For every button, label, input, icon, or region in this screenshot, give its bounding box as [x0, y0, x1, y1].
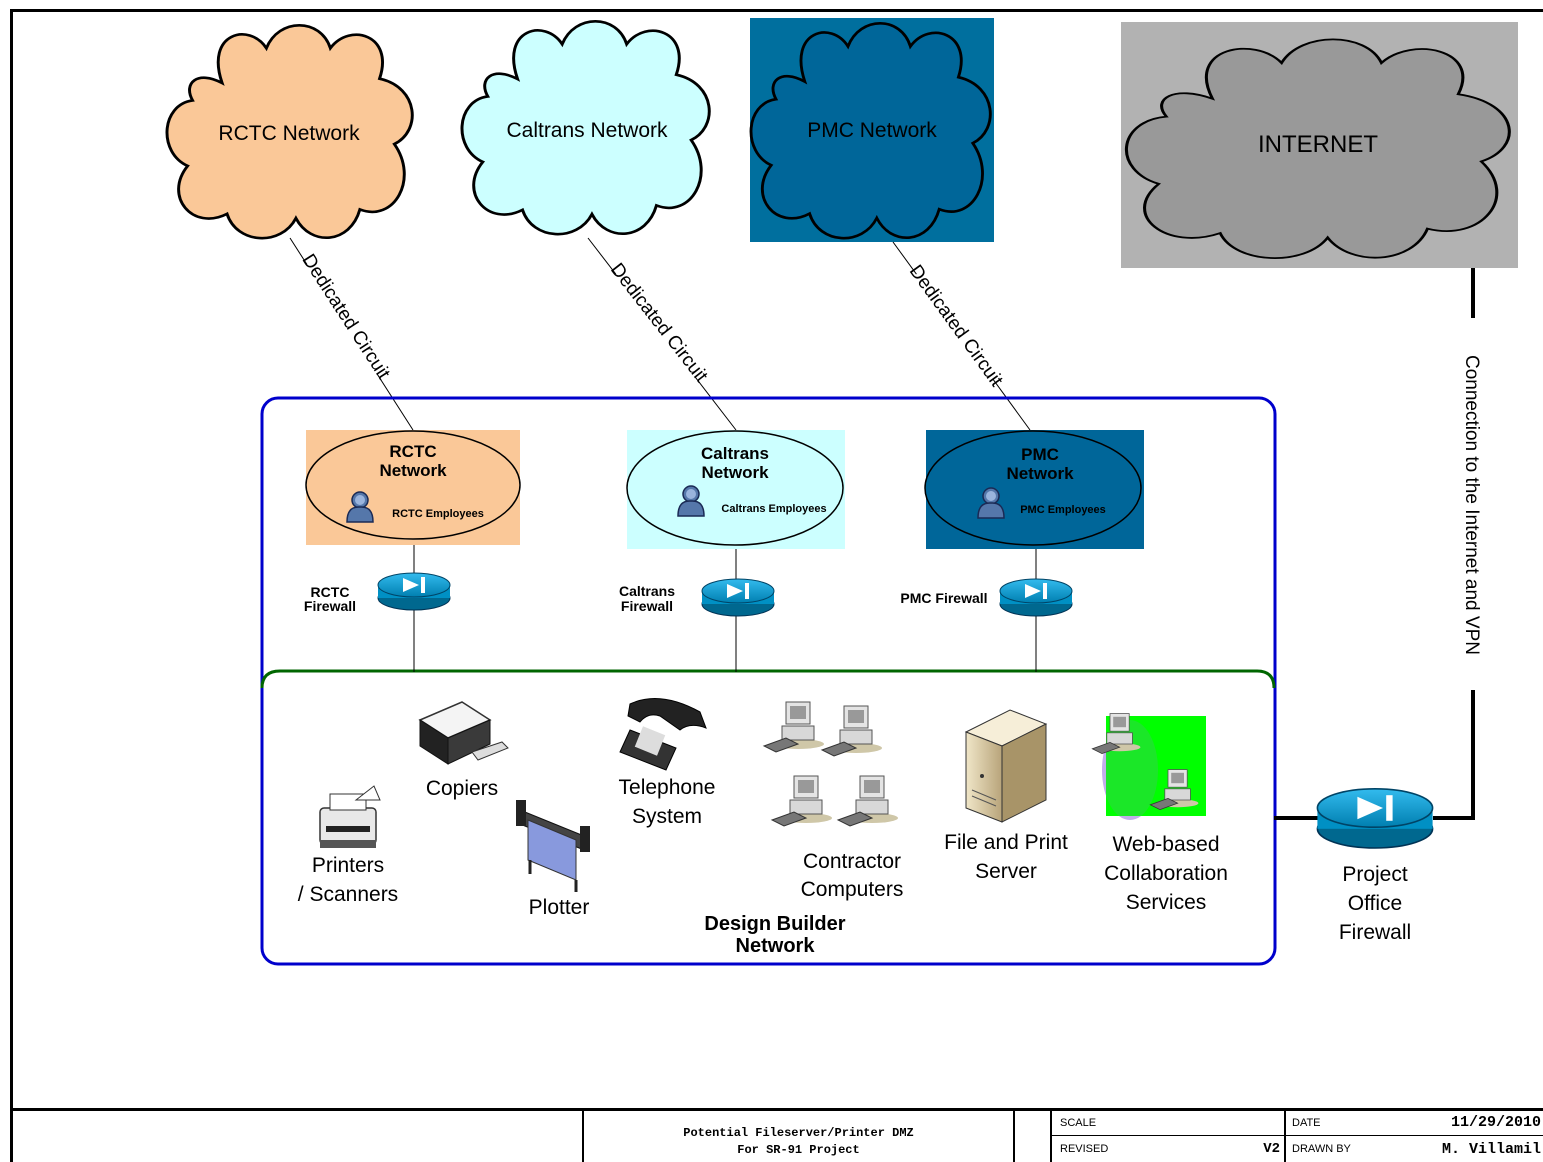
- rctc-cloud: RCTC Network: [167, 25, 412, 238]
- server-icon: [964, 709, 1048, 823]
- rctc-firewall-label-2: Firewall: [304, 598, 356, 614]
- rctc-node-title-1: RCTC: [389, 442, 436, 461]
- plotter-label: Plotter: [529, 896, 590, 919]
- pmc-firewall: PMC Firewall: [900, 578, 1073, 617]
- caltrans-cloud: Caltrans Network: [462, 21, 709, 234]
- printer-icon: [319, 785, 381, 848]
- web-collaboration-services: Web-based Collaboration Services: [1092, 713, 1228, 914]
- title-block-fields: SCALE REVISED V2 DATE 11/29/2010 DRAWN B…: [1050, 1111, 1543, 1162]
- printers-scanners: Printers / Scanners: [298, 785, 398, 906]
- caltrans-firewall-label-1: Caltrans: [619, 583, 675, 599]
- internet-vpn-label: Connection to the Internet and VPN: [1461, 355, 1482, 655]
- date-value: 11/29/2010: [1450, 1114, 1541, 1131]
- caltrans-circuit-label: Dedicated Circuit: [606, 259, 712, 386]
- contractor-computers: Contractor Computers: [763, 701, 904, 901]
- pmc-employees-label: PMC Employees: [1020, 504, 1106, 516]
- telephone-label-1: Telephone: [619, 776, 716, 799]
- telephone-label-2: System: [632, 805, 702, 828]
- project-firewall-label-1: Project: [1342, 863, 1408, 886]
- scale-field: SCALE: [1052, 1111, 1286, 1136]
- project-firewall-label-3: Firewall: [1339, 921, 1411, 944]
- rctc-firewall-label-1: RCTC: [311, 584, 350, 600]
- pmc-node-title-1: PMC: [1021, 445, 1059, 464]
- computer-icon: [771, 775, 833, 827]
- pmc-network-node: PMC Network PMC Employees: [924, 430, 1144, 549]
- plotter: Plotter: [516, 800, 590, 919]
- design-builder-label-1: Design Builder: [704, 913, 845, 935]
- rctc-circuit-label: Dedicated Circuit: [298, 250, 395, 383]
- internet-cloud: INTERNET: [1121, 22, 1518, 268]
- web-label-1: Web-based: [1112, 833, 1219, 856]
- caltrans-node-title-2: Network: [701, 463, 769, 482]
- title-block-title: Potential Fileserver/Printer DMZ For SR-…: [582, 1111, 1015, 1162]
- pmc-dedicated-circuit: Dedicated Circuit: [892, 241, 1031, 431]
- revised-field: REVISED V2: [1052, 1136, 1286, 1162]
- caltrans-cloud-label: Caltrans Network: [506, 119, 668, 142]
- rctc-employees-label: RCTC Employees: [392, 508, 484, 520]
- caltrans-firewall: Caltrans Firewall: [619, 578, 775, 617]
- file-print-server: File and Print Server: [944, 709, 1068, 883]
- pmc-node-title-2: Network: [1006, 464, 1074, 483]
- computer-icon: [837, 775, 899, 827]
- project-office-firewall: Project Office Firewall: [1316, 787, 1434, 944]
- scale-label: SCALE: [1060, 1117, 1097, 1129]
- internet-vpn-link: Connection to the Internet and VPN: [1433, 268, 1485, 820]
- caltrans-employees-label: Caltrans Employees: [721, 503, 826, 515]
- rctc-firewall: RCTC Firewall: [304, 572, 451, 614]
- computer-icon: [763, 701, 825, 753]
- firewall-icon: [701, 578, 775, 617]
- rctc-node-title-2: Network: [379, 461, 447, 480]
- firewall-icon: [999, 578, 1073, 617]
- date-field: DATE 11/29/2010: [1286, 1111, 1543, 1136]
- web-label-2: Collaboration: [1104, 862, 1228, 885]
- printers-label-2: / Scanners: [298, 883, 398, 906]
- date-label: DATE: [1292, 1117, 1321, 1129]
- revised-value: V2: [1263, 1141, 1280, 1157]
- drawn-by-field: DRAWN BY M. Villamil: [1286, 1136, 1543, 1162]
- telephone-system: Telephone System: [619, 698, 716, 828]
- pmc-circuit-label: Dedicated Circuit: [905, 261, 1007, 391]
- caltrans-node-title-1: Caltrans: [701, 444, 769, 463]
- project-firewall-label-2: Office: [1348, 892, 1402, 915]
- rctc-cloud-label: RCTC Network: [218, 122, 360, 145]
- caltrans-firewall-label-2: Firewall: [621, 598, 673, 614]
- copier-icon: [418, 701, 509, 765]
- revised-label: REVISED: [1060, 1143, 1109, 1155]
- server-label-1: File and Print: [944, 831, 1068, 854]
- design-builder-label-2: Network: [736, 935, 816, 957]
- pmc-cloud: PMC Network: [750, 18, 994, 242]
- pmc-firewall-label: PMC Firewall: [900, 590, 987, 606]
- firewall-icon: [377, 572, 451, 611]
- copiers: Copiers: [418, 701, 509, 800]
- printers-label-1: Printers: [312, 854, 384, 877]
- plotter-icon: [516, 800, 590, 892]
- firewall-icon: [1316, 787, 1434, 849]
- contractor-label-1: Contractor: [803, 850, 901, 873]
- drawn-by-label: DRAWN BY: [1292, 1143, 1351, 1155]
- rctc-dedicated-circuit: Dedicated Circuit: [289, 237, 414, 431]
- contractor-label-2: Computers: [801, 878, 904, 901]
- caltrans-network-node: Caltrans Network Caltrans Employees: [626, 430, 845, 549]
- design-builder-boundary: [260, 669, 1276, 689]
- drawing-title-line-2: For SR-91 Project: [737, 1143, 860, 1157]
- web-label-3: Services: [1126, 891, 1207, 914]
- server-label-2: Server: [975, 860, 1037, 883]
- internet-label: INTERNET: [1258, 131, 1378, 158]
- rctc-network-node: RCTC Network RCTC Employees: [305, 430, 521, 545]
- copiers-label: Copiers: [426, 777, 498, 800]
- caltrans-dedicated-circuit: Dedicated Circuit: [587, 237, 737, 431]
- drawing-border: [10, 9, 1543, 1162]
- drawn-by-value: M. Villamil: [1441, 1141, 1541, 1158]
- telephone-icon: [619, 698, 707, 771]
- title-block: Potential Fileserver/Printer DMZ For SR-…: [10, 1108, 1543, 1162]
- pmc-cloud-label: PMC Network: [807, 119, 937, 142]
- drawing-title-line-1: Potential Fileserver/Printer DMZ: [683, 1126, 914, 1140]
- computer-icon: [821, 705, 883, 757]
